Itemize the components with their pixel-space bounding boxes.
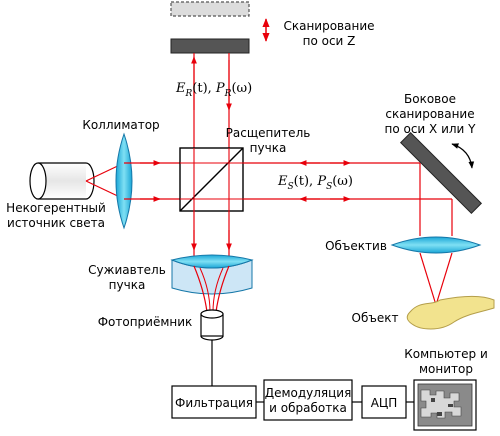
filtering-block (171, 385, 257, 419)
sample-formula: ES(t), PS(ω) (277, 174, 353, 192)
reference-mirror-ghost (170, 1, 250, 17)
conv-ray-right (215, 265, 230, 313)
conv-ray-left (193, 265, 208, 313)
splitter-label-1: Расщепитель (226, 126, 311, 140)
computer-label-1: Компьютер и (404, 347, 488, 361)
demod-label-1: Демодуляция (265, 386, 352, 400)
xy-scan-arrow (451, 143, 475, 169)
conv-ray-mid1 (199, 267, 211, 313)
collimator-label: Коллиматор (82, 118, 159, 132)
object-shape (406, 295, 495, 330)
objective-lens (390, 236, 482, 254)
adc-label: АЦП (371, 396, 398, 410)
side-scan-label-1: Боковое (404, 92, 456, 106)
demod-block (263, 379, 353, 421)
reference-formula: ER(t), PR(ω) (175, 81, 252, 99)
computer-label-2: монитор (419, 362, 473, 376)
narrower-label-1: Сужиавтель (88, 263, 166, 277)
photodetector (200, 309, 224, 341)
scan-mirror (399, 131, 483, 215)
splitter-diagonal (179, 147, 244, 212)
photodetector-label: Фотоприёмник (98, 315, 193, 329)
splitter-label-2: пучка (250, 141, 287, 155)
side-scan-label-2: сканирование (385, 107, 474, 121)
focus-ray-right (435, 252, 453, 306)
scan-z-label-2: по оси Z (303, 34, 356, 48)
focus-ray-left (419, 252, 437, 306)
collimator-lens (115, 132, 133, 230)
beam-narrower-top (170, 254, 254, 269)
source-label-1: Некогерентный (6, 201, 106, 215)
side-scan-label-3: по оси X или Y (384, 122, 476, 136)
objective-label: Объектив (325, 239, 387, 253)
object-label: Объект (352, 311, 399, 325)
demod-label-2: и обработка (269, 401, 347, 415)
light-source (29, 162, 95, 200)
scan-z-label-1: Сканирование (283, 19, 374, 33)
narrower-label-2: пучка (109, 278, 146, 292)
filtering-label: Фильтрация (175, 396, 253, 410)
reference-mirror (170, 38, 250, 54)
source-label-2: источник света (7, 216, 105, 230)
conv-ray-mid2 (212, 267, 224, 313)
monitor (413, 379, 477, 431)
